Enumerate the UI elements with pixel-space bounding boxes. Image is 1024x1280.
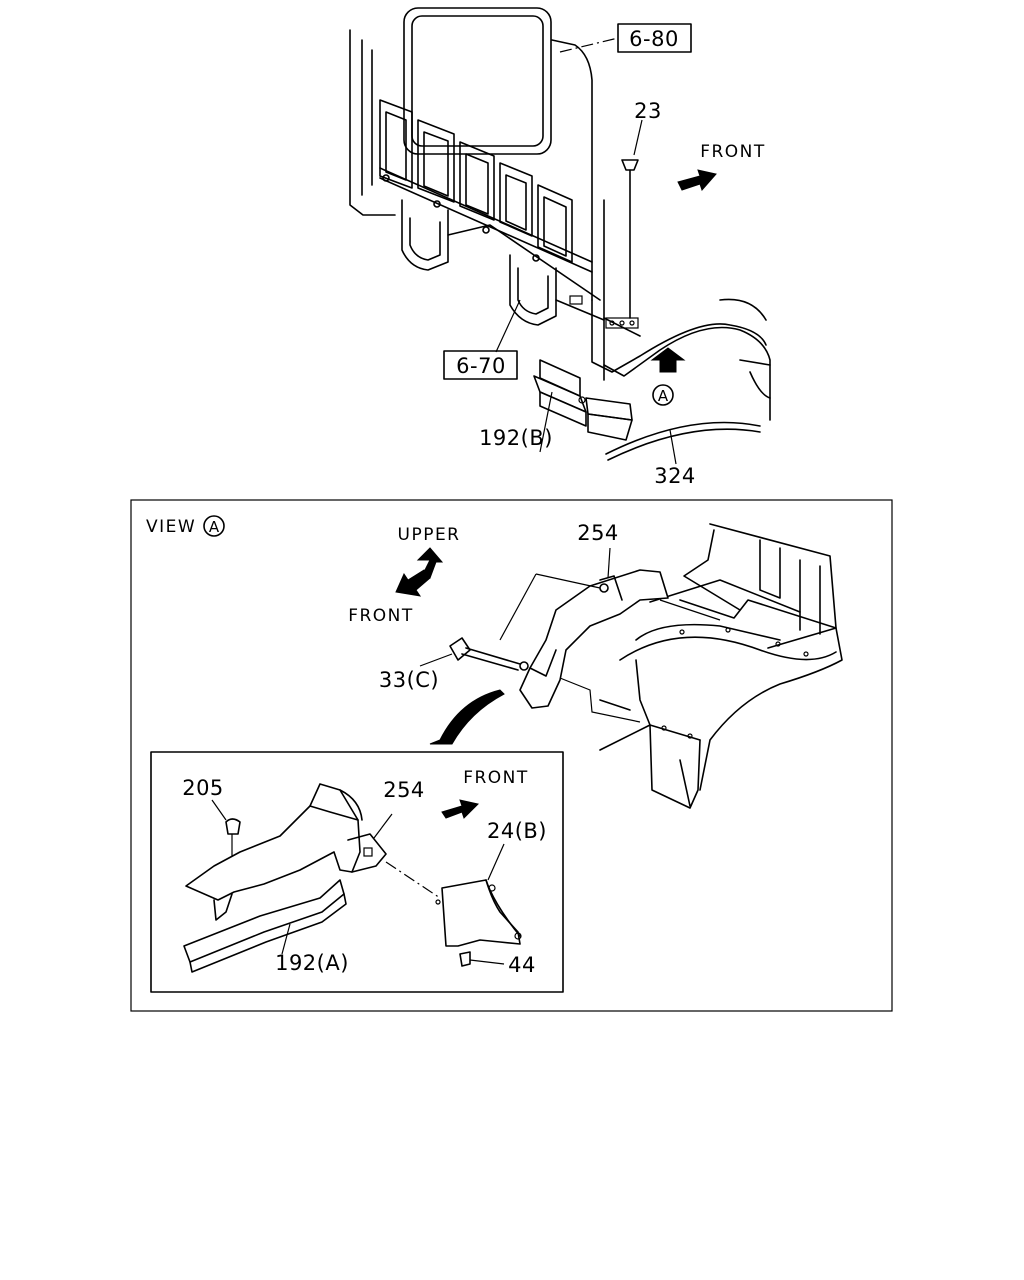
view-title-word: VIEW — [146, 517, 196, 537]
part-24b-cover — [385, 843, 522, 947]
front-arrow-icon — [677, 169, 717, 191]
leader-6-70 — [495, 299, 521, 353]
part-number-33c: 33(C) — [379, 668, 439, 692]
part-254-support — [499, 547, 721, 723]
circled-marker-a: A — [652, 384, 674, 406]
part-number-44: 44 — [508, 953, 536, 977]
front-direction-label-view: FRONT — [348, 606, 414, 626]
inset-detail-frame — [150, 751, 564, 993]
part-number-24b: 24(B) — [487, 819, 547, 843]
part-192b-bracket — [533, 359, 633, 453]
part-number-254-inset: 254 — [383, 778, 425, 802]
part-number-324: 324 — [654, 464, 696, 488]
reference-label: 6-70 — [456, 354, 506, 378]
part-number-254-view: 254 — [577, 521, 619, 545]
part-number-205: 205 — [182, 776, 224, 800]
part-254-support-inset — [185, 783, 393, 921]
part-number-192a: 192(A) — [275, 951, 349, 975]
part-324-strip — [605, 421, 761, 465]
detail-curved-arrow-icon — [429, 689, 505, 745]
front-direction-label-inset: FRONT — [463, 768, 529, 788]
view-direction-arrow-icon — [650, 347, 686, 373]
view-a-title: VIEW A — [146, 515, 225, 537]
cab-rear-panel — [349, 7, 771, 421]
part-44-screw — [459, 951, 505, 967]
view-title-letter: A — [209, 518, 220, 536]
reference-box-6-80[interactable]: 6-80 — [617, 23, 692, 53]
front-arrow-inset-icon — [441, 799, 479, 819]
upper-direction-label: UPPER — [398, 525, 461, 545]
upper-front-compass-icon — [395, 547, 444, 597]
leader-6-80 — [559, 37, 619, 53]
reference-box-6-70[interactable]: 6-70 — [443, 350, 518, 380]
front-direction-label: FRONT — [700, 142, 766, 162]
reference-label: 6-80 — [629, 27, 679, 51]
view-a-vehicle-body — [599, 523, 843, 809]
part-192a-strip — [183, 879, 347, 973]
part-23-clip — [621, 119, 643, 319]
view-a-frame — [130, 499, 893, 1012]
part-205-grommet — [211, 799, 241, 876]
marker-letter: A — [658, 387, 669, 405]
part-number-192b: 192(B) — [479, 426, 553, 450]
part-33c-bolt — [419, 637, 521, 671]
part-number-23: 23 — [634, 99, 662, 123]
